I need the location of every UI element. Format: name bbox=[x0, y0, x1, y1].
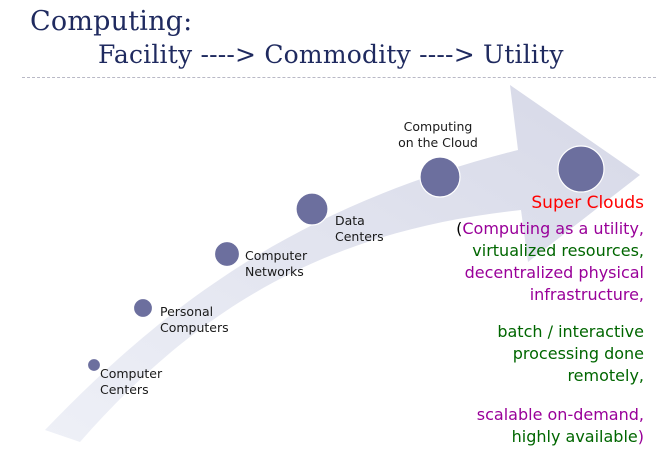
node-computer-networks bbox=[213, 240, 241, 268]
node-computer-centers bbox=[86, 357, 102, 373]
stage-label-computing-cloud: Computing on the Cloud bbox=[398, 119, 478, 150]
close-paren: ) bbox=[637, 427, 644, 446]
open-paren: ( bbox=[456, 219, 463, 238]
stage-label-data-centers: Data Centers bbox=[335, 213, 384, 244]
node-computing-cloud bbox=[419, 156, 461, 198]
node-personal-computers bbox=[132, 297, 154, 319]
curved-arrow bbox=[45, 85, 640, 442]
super-clouds-description-scalable: scalable on-demand, highly available) bbox=[476, 405, 644, 446]
super-clouds-description-utility: (Computing as a utility, virtualized res… bbox=[456, 219, 644, 304]
title-divider bbox=[22, 77, 656, 78]
super-clouds-description-processing: batch / interactive processing done remo… bbox=[497, 322, 644, 385]
node-super-clouds bbox=[557, 145, 605, 193]
stage-label-personal-computers: Personal Computers bbox=[160, 304, 229, 335]
stage-label-computer-centers: Computer Centers bbox=[100, 366, 163, 397]
stage-label-computer-networks: Computer Networks bbox=[245, 248, 308, 279]
node-data-centers bbox=[295, 192, 329, 226]
super-clouds-heading: Super Clouds bbox=[531, 193, 644, 213]
slide-title: Computing: bbox=[30, 6, 193, 37]
slide-subtitle: Facility ----> Commodity ----> Utility bbox=[98, 40, 564, 69]
